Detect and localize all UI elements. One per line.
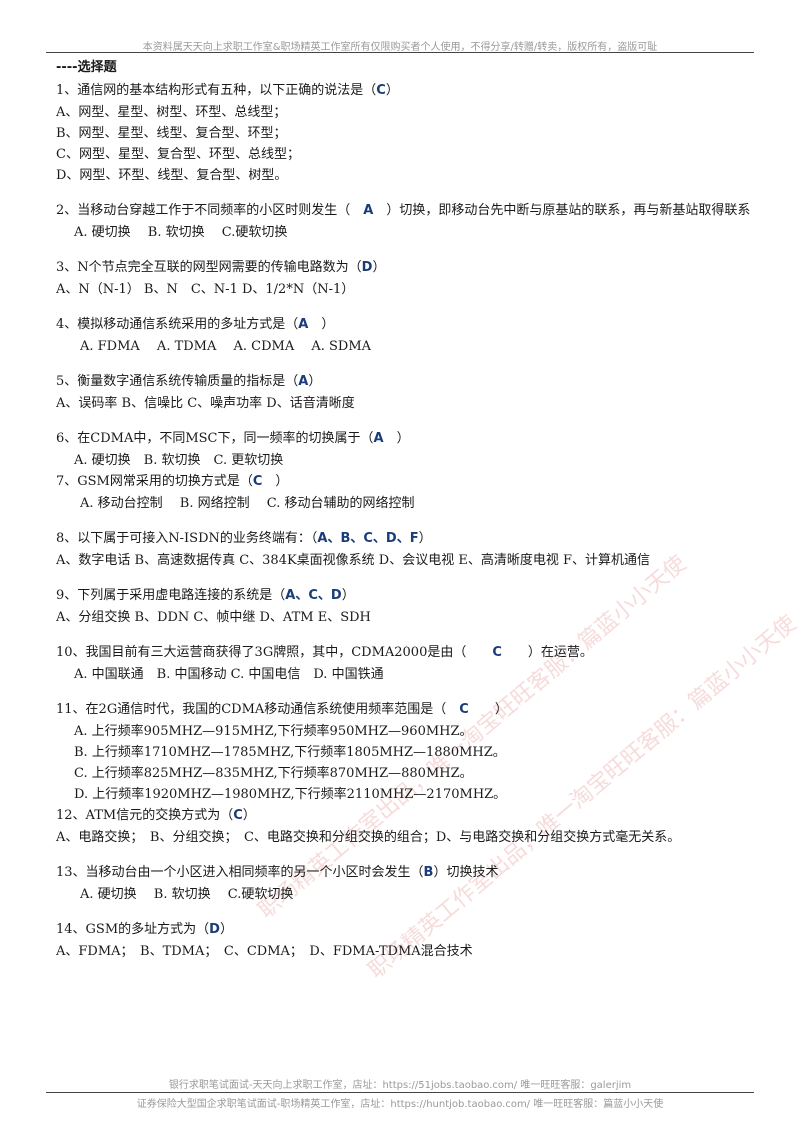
option-line: B、网型、星型、线型、复合型、环型；	[56, 126, 287, 141]
option-line: A. 移动台控制 B. 网络控制 C. 移动台辅助的网络控制	[80, 496, 415, 511]
question-item: 4、模拟移动通信系统采用的多址方式是（A ） A. FDMA A. TDMA A.…	[56, 314, 756, 357]
question-stem: 12、ATM信元的交换方式为（C）	[56, 805, 756, 827]
stem-text: 3、N个节点完全互联的网型网需要的传输电路数为（	[56, 260, 362, 275]
question-list: ----选择题 1、通信网的基本结构形式有五种，以下正确的说法是（C）A、网型、…	[56, 58, 756, 962]
question-item: 10、我国目前有三大运营商获得了3G牌照，其中，CDMA2000是由（ C ）在…	[56, 642, 756, 685]
option-line: A. 硬切换 B. 软切换 C. 更软切换	[74, 453, 284, 468]
answer-key: C	[492, 645, 502, 660]
option-line: A、电路交换； B、分组交换； C、电路交换和分组交换的组合；D、与电路交换和分…	[56, 830, 681, 845]
stem-text-end: ）	[372, 260, 386, 275]
stem-text: 13、当移动台由一个小区进入相同频率的另一个小区时会发生（	[56, 865, 424, 880]
question-item: 1、通信网的基本结构形式有五种，以下正确的说法是（C） A、网型、星型、树型、环型…	[56, 80, 756, 186]
answer-key: C	[376, 83, 386, 98]
stem-text-end: ）切换技术	[433, 865, 499, 880]
stem-text: 6、在CDMA中，不同MSC下，同一频率的切换属于（	[56, 431, 374, 446]
question-stem: 14、GSM的多址方式为（D）	[56, 919, 756, 941]
question-stem: 3、N个节点完全互联的网型网需要的传输电路数为（D）	[56, 257, 756, 279]
stem-text: 7、GSM网常采用的切换方式是（	[56, 474, 253, 489]
answer-key: A	[298, 317, 309, 332]
question-item: 13、当移动台由一个小区进入相同频率的另一个小区时会发生（B）切换技术 A. 硬切…	[56, 862, 756, 905]
option-line: A. FDMA A. TDMA A. CDMA A. SDMA	[80, 339, 372, 354]
option-line: B. 上行频率1710MHZ—1785MHZ,下行频率1805MHZ—1880M…	[74, 745, 506, 760]
question-item: 8、以下属于可接入N-ISDN的业务终端有：（A、B、C、D、F） A、数字电话 …	[56, 528, 756, 571]
question-item: 12、ATM信元的交换方式为（C） A、电路交换； B、分组交换； C、电路交换和…	[56, 805, 756, 848]
stem-text: 12、ATM信元的交换方式为（	[56, 808, 234, 823]
stem-text-end: ）	[219, 922, 233, 937]
question-item: 2、当移动台穿越工作于不同频率的小区时则发生（ A ）切换，即移动台先中断与原基…	[56, 200, 756, 243]
option-line: C. 上行频率825MHZ—835MHZ,下行频率870MHZ—880MHZ。	[74, 766, 473, 781]
footer-line-2: 证券保险大型国企求职笔试面试-职场精英工作室，店址：https://huntjo…	[136, 1099, 664, 1110]
answer-key: A	[363, 203, 374, 218]
option-line: A. 硬切换 B. 软切换 C.硬软切换	[74, 225, 288, 240]
question-item: 9、下列属于采用虚电路连接的系统是（A、C、D） A、分组交换 B、DDN C、帧…	[56, 585, 756, 628]
question-stem: 5、衡量数字通信系统传输质量的指标是（A）	[56, 371, 756, 393]
question-stem: 2、当移动台穿越工作于不同频率的小区时则发生（ A ）切换，即移动台先中断与原基…	[56, 200, 756, 222]
option-line: A、FDMA； B、TDMA； C、CDMA； D、FDMA-TDMA混合技术	[56, 944, 473, 959]
stem-text: 4、模拟移动通信系统采用的多址方式是（	[56, 317, 299, 332]
answer-key: D	[361, 260, 373, 275]
question-item: 3、N个节点完全互联的网型网需要的传输电路数为（D） A、N（N-1） B、N C…	[56, 257, 756, 300]
section-title: ----选择题	[56, 60, 117, 75]
stem-text: 1、通信网的基本结构形式有五种，以下正确的说法是（	[56, 83, 377, 98]
stem-text: 8、以下属于可接入N-ISDN的业务终端有：（	[56, 531, 318, 546]
stem-text-end: ）	[242, 808, 256, 823]
answer-key: A、B、C、D、F	[317, 531, 419, 546]
stem-text-end: ）	[385, 83, 399, 98]
question-item: 5、衡量数字通信系统传输质量的指标是（A） A、误码率 B、信噪比 C、噪声功率 …	[56, 371, 756, 414]
question-stem: 11、在2G通信时代，我国的CDMA移动通信系统使用频率范围是（ C ）	[56, 699, 756, 721]
option-line: A. 硬切换 B. 软切换 C.硬软切换	[80, 887, 294, 902]
page-header: 本资料属天天向上求职工作室&职场精英工作室所有仅限购买者个人使用，不得分享/转赠…	[142, 42, 658, 53]
answer-key: A、C、D	[285, 588, 342, 603]
answer-key: B	[423, 865, 434, 880]
option-line: A、数字电话 B、高速数据传真 C、384K桌面视像系统 D、会议电视 E、高清…	[56, 553, 651, 568]
stem-text: 10、我国目前有三大运营商获得了3G牌照，其中，CDMA2000是由（	[56, 645, 493, 660]
option-line: D、网型、环型、线型、复合型、树型。	[56, 168, 288, 183]
answer-key: C	[252, 474, 263, 489]
option-line: A、N（N-1） B、N C、N-1 D、1/2*N（N-1）	[56, 282, 355, 297]
option-line: A. 中国联通 B. 中国移动 C. 中国电信 D. 中国铁通	[74, 667, 384, 682]
answer-key: A	[373, 431, 384, 446]
footer-rule	[46, 1092, 754, 1093]
option-line: D. 上行频率1920MHZ—1980MHZ,下行频率2110MHZ—2170M…	[74, 787, 507, 802]
question-stem: 13、当移动台由一个小区进入相同频率的另一个小区时会发生（B）切换技术	[56, 862, 756, 884]
answer-key: C	[233, 808, 243, 823]
question-stem: 8、以下属于可接入N-ISDN的业务终端有：（A、B、C、D、F）	[56, 528, 756, 550]
stem-text-end: ）切换，即移动台先中断与原基站的联系，再与新基站取得联系	[373, 203, 751, 218]
answer-key: D	[209, 922, 220, 937]
question-item: 7、GSM网常采用的切换方式是（C ） A. 移动台控制 B. 网络控制 C. 移…	[56, 471, 756, 514]
stem-text: 11、在2G通信时代，我国的CDMA移动通信系统使用频率范围是（	[56, 702, 460, 717]
option-line: A、分组交换 B、DDN C、帧中继 D、ATM E、SDH	[56, 610, 371, 625]
option-line: A、网型、星型、树型、环型、总线型；	[56, 105, 287, 120]
stem-text: 2、当移动台穿越工作于不同频率的小区时则发生（	[56, 203, 364, 218]
stem-text: 5、衡量数字通信系统传输质量的指标是（	[56, 374, 299, 389]
stem-text-end: ）	[262, 474, 289, 489]
stem-text-end: ）	[383, 431, 410, 446]
option-line: A、误码率 B、信噪比 C、噪声功率 D、话音清晰度	[56, 396, 355, 411]
stem-text-end: ）	[308, 374, 322, 389]
option-line: C、网型、星型、复合型、环型、总线型；	[56, 147, 300, 162]
question-stem: 10、我国目前有三大运营商获得了3G牌照，其中，CDMA2000是由（ C ）在…	[56, 642, 756, 664]
question-stem: 9、下列属于采用虚电路连接的系统是（A、C、D）	[56, 585, 756, 607]
stem-text-end: ）	[468, 702, 508, 717]
question-stem: 1、通信网的基本结构形式有五种，以下正确的说法是（C）	[56, 80, 756, 102]
stem-text-end: ）	[308, 317, 335, 332]
answer-key: C	[459, 702, 469, 717]
question-item: 11、在2G通信时代，我国的CDMA移动通信系统使用频率范围是（ C ） A. 上…	[56, 699, 756, 805]
question-stem: 4、模拟移动通信系统采用的多址方式是（A ）	[56, 314, 756, 336]
question-stem: 6、在CDMA中，不同MSC下，同一频率的切换属于（A ）	[56, 428, 756, 450]
answer-key: A	[298, 374, 309, 389]
stem-text-end: ）在运营。	[501, 645, 593, 660]
stem-text: 14、GSM的多址方式为（	[56, 922, 210, 937]
stem-text: 9、下列属于采用虚电路连接的系统是（	[56, 588, 286, 603]
question-stem: 7、GSM网常采用的切换方式是（C ）	[56, 471, 756, 493]
stem-text-end: ）	[418, 531, 432, 546]
stem-text-end: ）	[341, 588, 355, 603]
question-item: 14、GSM的多址方式为（D） A、FDMA； B、TDMA； C、CDMA； D…	[56, 919, 756, 962]
question-item: 6、在CDMA中，不同MSC下，同一频率的切换属于（A ） A. 硬切换 B. 软…	[56, 428, 756, 471]
option-line: A. 上行频率905MHZ—915MHZ,下行频率950MHZ—960MHZ。	[74, 724, 473, 739]
footer-line-1: 银行求职笔试面试-天天向上求职工作室，店址：https://51jobs.tao…	[168, 1080, 632, 1091]
header-rule	[46, 52, 754, 53]
